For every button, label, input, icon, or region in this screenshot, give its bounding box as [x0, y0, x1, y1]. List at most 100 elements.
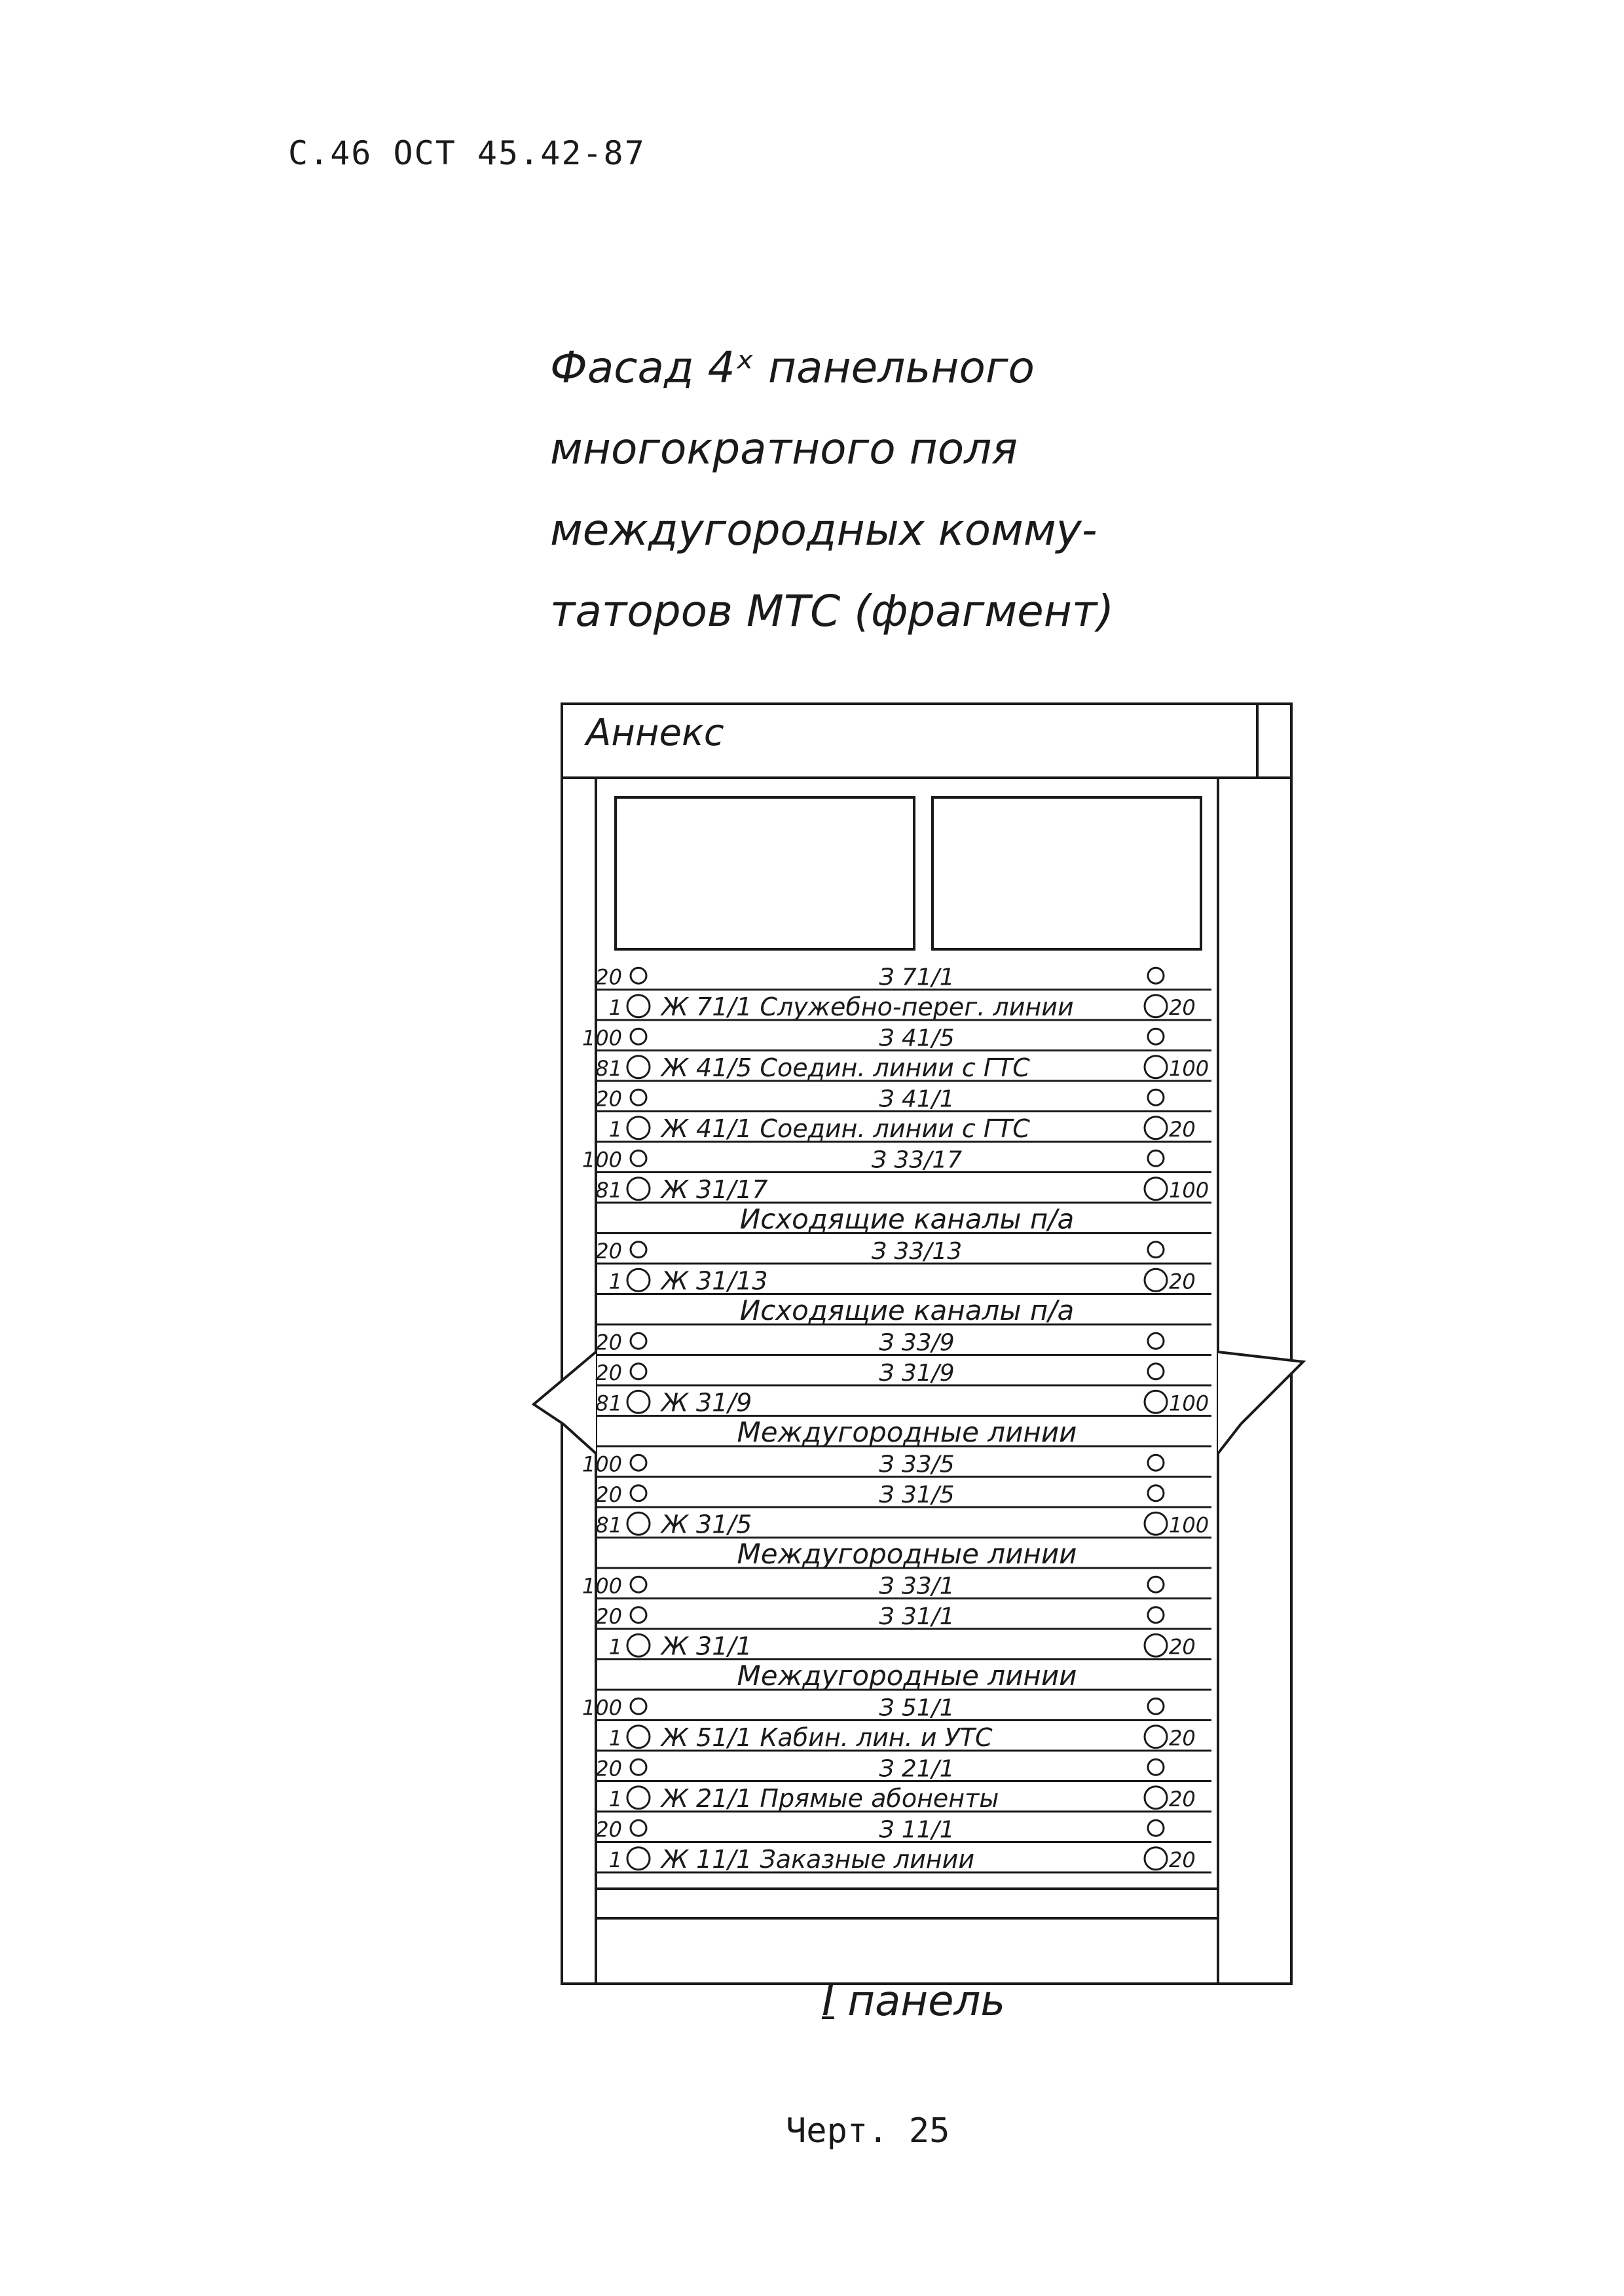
jack-circle-left: [626, 1267, 651, 1292]
jack-circle-left: [629, 1697, 648, 1715]
jack-number-right: 100: [1169, 1178, 1209, 1203]
jack-circle-left: [626, 1055, 651, 1080]
jack-circle-right: [1143, 1633, 1168, 1658]
jack-circle-left: [629, 1241, 648, 1259]
jack-circle-right: [1147, 1819, 1165, 1837]
row-label: З 21/1: [879, 1755, 954, 1782]
row-label: З 33/13: [872, 1238, 962, 1265]
row-label: Ж 31/17: [660, 1175, 768, 1204]
jack-number-left: 20: [595, 1756, 622, 1781]
row-label: З 33/17: [872, 1146, 962, 1173]
jack-circle-right: [1143, 1511, 1168, 1536]
panel-text: панель: [847, 1977, 1006, 2026]
jack-number-left: 20: [595, 1360, 622, 1385]
row-label: З 33/5: [879, 1451, 954, 1478]
row-label: Междугородные линии: [737, 1538, 1077, 1570]
jack-number-left: 81: [595, 1056, 622, 1081]
jack-number-right: 100: [1169, 1056, 1209, 1081]
blank-window-left: [614, 796, 915, 951]
row-label: Ж 11/1 Заказные линии: [660, 1845, 974, 1874]
jack-row: 1 20 Ж 11/1 Заказные линии: [596, 1845, 1211, 1874]
jack-circle-left: [626, 1633, 651, 1658]
row-label: З 41/1: [879, 1085, 954, 1112]
row-label: З 11/1: [879, 1816, 954, 1843]
outer-frame: [561, 702, 1293, 1985]
jack-circle-left: [629, 1362, 648, 1381]
jack-circle-right: [1147, 1484, 1165, 1503]
row-label: Ж 21/1 Прямые абоненты: [660, 1784, 999, 1813]
jack-number-right: 20: [1169, 1848, 1196, 1872]
row-label: Ж 41/1 Соедин. линии с ГТС: [660, 1114, 1030, 1143]
jack-number-left: 1: [609, 1726, 622, 1751]
jack-row: Исходящие каналы п/а: [596, 1203, 1211, 1235]
jack-row: Междугородные линии: [596, 1660, 1211, 1692]
jack-row: 100 З 33/17: [582, 1146, 1211, 1173]
jack-row: 20 З 11/1: [595, 1816, 1211, 1843]
jack-circle-left: [629, 1088, 648, 1106]
jack-circle-right: [1147, 1453, 1165, 1472]
jack-number-right: 20: [1169, 1634, 1196, 1659]
row-label: З 33/1: [879, 1573, 954, 1599]
jack-number-left: 20: [595, 1330, 622, 1355]
jack-circle-right: [1147, 1088, 1165, 1106]
row-label: Исходящие каналы п/а: [740, 1294, 1074, 1326]
jack-circle-left: [629, 1606, 648, 1624]
jack-number-left: 1: [609, 1848, 622, 1872]
jack-row: Исходящие каналы п/а: [596, 1294, 1211, 1326]
jack-number-left: 1: [609, 1787, 622, 1812]
jack-number-left: 100: [582, 1147, 622, 1172]
row-label: Ж 31/9: [660, 1388, 752, 1417]
jack-number-right: 20: [1169, 1787, 1196, 1812]
jack-row: 20 З 21/1: [595, 1755, 1211, 1782]
jack-row: 100 З 33/1: [582, 1573, 1211, 1599]
jack-circle-right: [1147, 1606, 1165, 1624]
page-header: С.46 ОСТ 45.42-87: [288, 134, 646, 172]
jack-circle-left: [626, 994, 651, 1019]
jack-number-left: 100: [582, 1451, 622, 1476]
jack-number-left: 20: [595, 1817, 622, 1842]
jack-number-left: 100: [582, 1573, 622, 1598]
row-label: Ж 51/1 Кабин. лин. и УТС: [660, 1723, 993, 1752]
row-label: Ж 31/5: [660, 1510, 752, 1539]
row-label: З 31/9: [879, 1360, 954, 1387]
jack-row: 100 З 33/5: [582, 1451, 1211, 1478]
jack-number-right: 20: [1169, 1726, 1196, 1751]
jack-number-right: 20: [1169, 1269, 1196, 1294]
break-mark-left: [531, 1351, 597, 1455]
row-label: Междугородные линии: [737, 1660, 1077, 1692]
jack-circle-right: [1147, 1241, 1165, 1259]
caption-line: междугородных комму-: [550, 505, 1098, 555]
jack-circle-left: [626, 1116, 651, 1140]
panel-label: I панель: [822, 1977, 1005, 2026]
jack-row: Междугородные линии: [596, 1416, 1211, 1448]
caption-line: Фасад 4ˣ панельного: [550, 342, 1035, 393]
annex-label: Аннекс: [584, 712, 724, 754]
caption-line: таторов МТС (фрагмент): [550, 586, 1115, 636]
jack-circle-left: [629, 1484, 648, 1503]
jack-circle-left: [629, 1332, 648, 1350]
row-label: З 41/5: [879, 1025, 954, 1051]
jack-circle-left: [626, 1785, 651, 1810]
jack-circle-left: [629, 1575, 648, 1594]
row-label: Ж 31/13: [660, 1266, 768, 1295]
jack-row: Междугородные линии: [596, 1538, 1211, 1570]
jack-circle-right: [1143, 1055, 1168, 1080]
jack-circle-left: [629, 1819, 648, 1837]
figure-number: Черт. 25: [786, 2111, 950, 2151]
jack-circle-right: [1143, 1846, 1168, 1871]
jack-circle-left: [626, 1389, 651, 1414]
jack-number-right: 100: [1169, 1512, 1209, 1537]
